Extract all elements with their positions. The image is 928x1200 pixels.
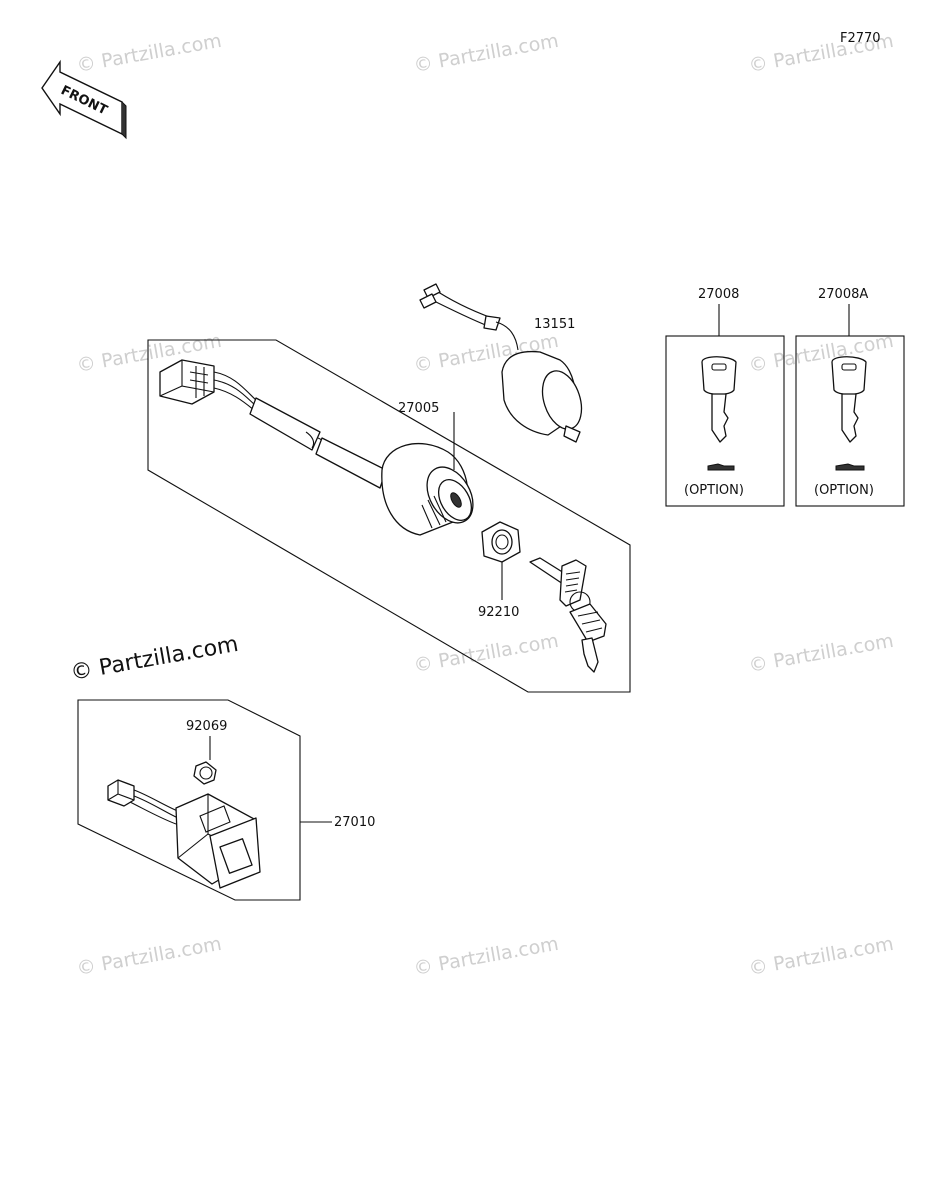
group-frame-27005 [147, 339, 631, 693]
key-option-27008A: 27008A (OPTION) [795, 287, 905, 507]
key-set-icon [529, 557, 607, 673]
watermark-main: © Partzilla.com [69, 632, 241, 686]
bulb-icon [193, 761, 217, 785]
option-label-27008: (OPTION) [684, 483, 744, 498]
watermark: © Partzilla.com [412, 933, 560, 980]
connector-block [159, 359, 215, 405]
part-label-27010: 27010 [334, 815, 375, 830]
watermark: © Partzilla.com [747, 330, 895, 377]
group-frame-27010 [77, 699, 301, 901]
part-label-13151: 13151 [534, 317, 575, 332]
part-label-27008A: 27008A [818, 287, 868, 302]
watermark: © Partzilla.com [412, 30, 560, 77]
option-label-27008A: (OPTION) [814, 483, 874, 498]
lamp-assembly-13151: 13151 [419, 283, 583, 443]
option-frame-27008A [795, 335, 905, 507]
figure-code: F2770 [840, 31, 881, 46]
part-label-27008: 27008 [698, 287, 739, 302]
watermark: © Partzilla.com [75, 933, 223, 980]
ignition-switch-group: 27005 92210 [147, 339, 631, 693]
key-option-27008: 27008 (OPTION) [665, 287, 785, 507]
option-frame-27008 [665, 335, 785, 507]
nut-92210 [481, 521, 521, 563]
watermark: © Partzilla.com [747, 933, 895, 980]
part-label-92069: 92069 [186, 719, 227, 734]
ignition-switch-body [381, 443, 474, 536]
watermark: © Partzilla.com [75, 30, 223, 77]
indicator-switch-group: 92069 27010 [77, 699, 375, 901]
part-label-27005: 27005 [398, 401, 439, 416]
watermark: © Partzilla.com [747, 630, 895, 677]
part-label-92210: 92210 [478, 605, 519, 620]
